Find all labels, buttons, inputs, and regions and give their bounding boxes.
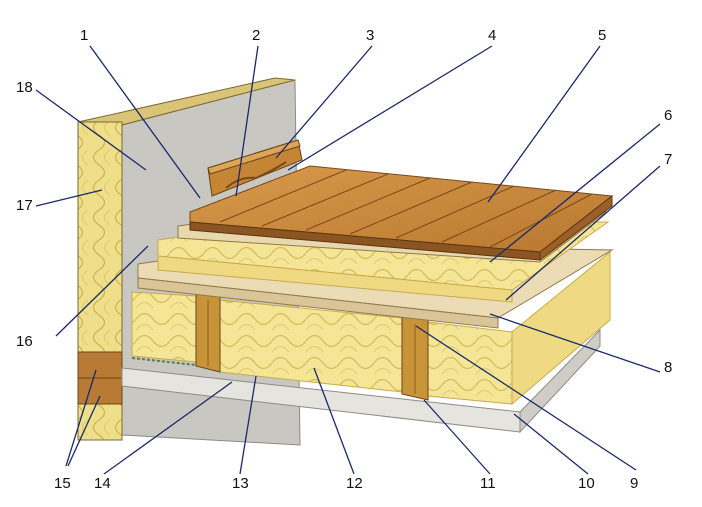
- subfloor-board-edge: [137, 277, 499, 329]
- callout-4: 4: [488, 27, 496, 44]
- leader-5: [487, 45, 601, 203]
- leader-16: [55, 245, 149, 337]
- callout-13: 13: [232, 475, 249, 492]
- leader-4: [287, 45, 493, 171]
- joist-insulation: [131, 250, 611, 406]
- leader-6: [489, 123, 661, 263]
- leader-3: [275, 45, 373, 159]
- leader-15b: [67, 395, 101, 467]
- callout-2: 2: [252, 27, 260, 44]
- leader-7: [505, 165, 661, 301]
- callout-12: 12: [346, 475, 363, 492]
- leader-8: [489, 313, 661, 373]
- callout-6: 6: [664, 107, 672, 124]
- callout-11: 11: [480, 475, 496, 492]
- callout-14: 14: [94, 475, 111, 492]
- callout-9: 9: [630, 475, 638, 492]
- joists: [195, 291, 429, 401]
- insulation-block-left: [131, 291, 197, 363]
- leader-lines: [35, 45, 661, 475]
- callout-10: 10: [578, 475, 595, 492]
- leader-14: [103, 381, 233, 475]
- floor-planks: [189, 165, 614, 261]
- callout-7: 7: [664, 151, 672, 168]
- plank-side-edge: [539, 194, 613, 261]
- leader-18: [35, 89, 147, 171]
- skirting-top: [207, 139, 301, 175]
- insulation-block-side: [511, 250, 611, 406]
- upper-insulation-front: [157, 255, 513, 303]
- callout-15: 15: [54, 475, 71, 492]
- insulation-block-right: [427, 321, 513, 405]
- leader-11: [423, 399, 491, 475]
- callout-16: 16: [16, 333, 33, 350]
- callout-labels: 1 2 3 4 5 6 7 8 9 10 11 12 13 14 15 16 1…: [16, 27, 672, 492]
- leader-10: [513, 413, 589, 475]
- callout-3: 3: [366, 27, 374, 44]
- leader-17: [35, 189, 103, 207]
- callout-5: 5: [598, 27, 606, 44]
- callout-17: 17: [16, 197, 33, 214]
- leader-13: [239, 375, 257, 475]
- leader-15a: [65, 369, 97, 467]
- callout-1: 1: [80, 27, 88, 44]
- leader-12: [313, 367, 355, 475]
- leader-2: [235, 45, 259, 197]
- callout-8: 8: [664, 359, 672, 376]
- skirting-board: [207, 139, 303, 197]
- leader-9: [415, 325, 637, 471]
- callout-18: 18: [16, 79, 33, 96]
- leader-1: [89, 45, 201, 199]
